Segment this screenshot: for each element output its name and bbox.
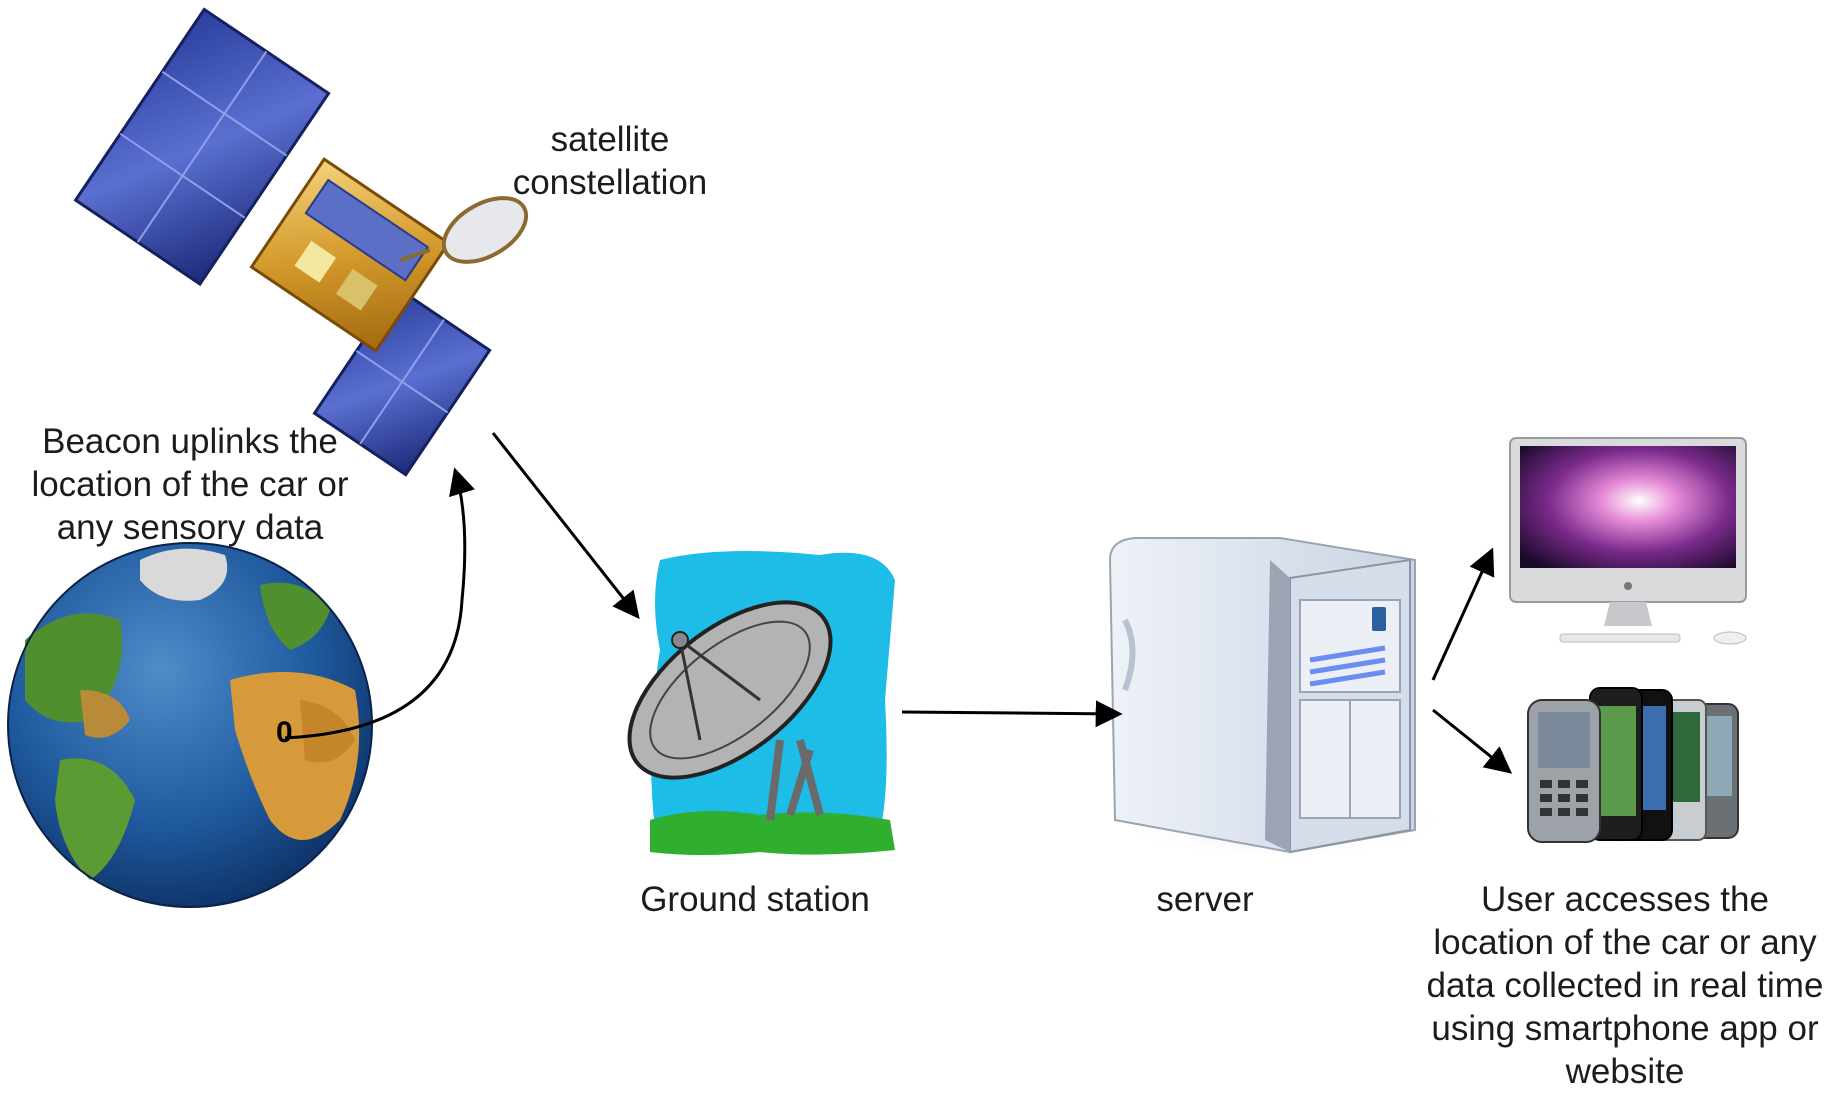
user-access-label: User accesses the location of the car or… bbox=[1405, 878, 1845, 1093]
user-label-line: data collected in real time bbox=[1426, 966, 1824, 1005]
beacon-label: Beacon uplinks the location of the car o… bbox=[0, 420, 380, 549]
server-label: server bbox=[1156, 880, 1254, 919]
satellite-label-line: constellation bbox=[512, 163, 708, 202]
smartphones-icon bbox=[1510, 687, 1739, 846]
server-to-phone-arrow bbox=[1432, 708, 1513, 774]
beacon-marker: 0 bbox=[276, 716, 293, 749]
server-icon bbox=[1108, 537, 1450, 860]
user-label-line: User accesses the bbox=[1481, 880, 1769, 919]
beacon-label-line: Beacon uplinks the bbox=[42, 422, 338, 461]
user-label-line: website bbox=[1565, 1052, 1685, 1091]
satellite-label-line: satellite bbox=[550, 120, 670, 159]
earth-globe-icon bbox=[7, 542, 373, 908]
server-to-desktop-arrow bbox=[1431, 547, 1495, 681]
ground-station-icon bbox=[627, 551, 895, 855]
station-to-server-arrow bbox=[901, 700, 1123, 728]
desktop-computer-icon bbox=[1509, 437, 1747, 645]
satellite-icon bbox=[73, 7, 529, 477]
ground-station-label: Ground station bbox=[640, 880, 870, 919]
beacon-label-line: location of the car or bbox=[31, 465, 349, 504]
user-label-line: location of the car or any bbox=[1433, 923, 1817, 962]
downlink-arrow bbox=[491, 432, 640, 620]
satellite-label: satellite constellation bbox=[470, 118, 750, 204]
user-label-line: using smartphone app or bbox=[1431, 1009, 1819, 1048]
beacon-label-line: any sensory data bbox=[56, 508, 324, 547]
uplink-arrow bbox=[284, 467, 475, 740]
